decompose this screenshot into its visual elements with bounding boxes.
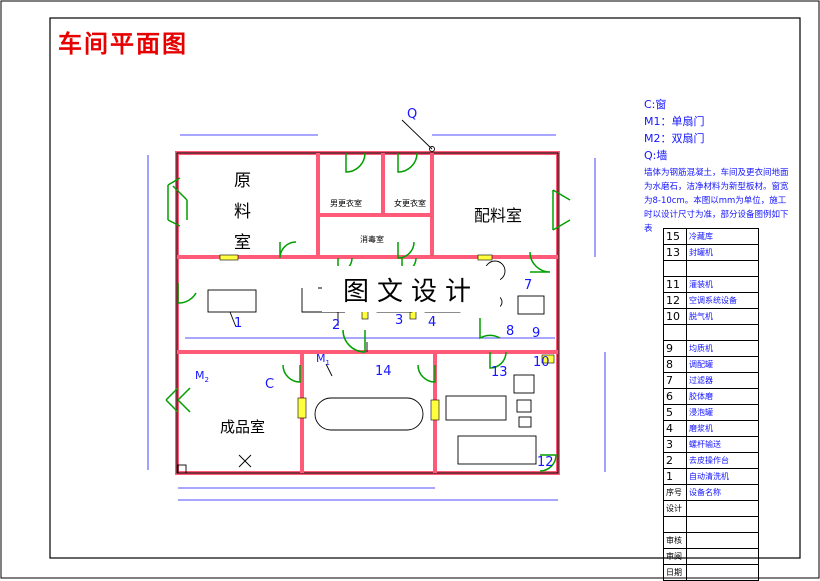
room-label-change-women: 女更衣室 [394,199,426,208]
wall-mark: Q [407,107,418,122]
table-row [663,324,759,341]
equipment-number: 13 [491,365,508,380]
equipment-number: 12 [537,455,554,470]
table-row [663,260,759,277]
equipment-number: 2 [332,318,341,333]
equipment-number: 14 [375,364,392,379]
room-label-mix: 配料室 [474,206,523,225]
sign-row: 审阅 [663,548,759,565]
legend-line-double-door: M2：双扇门 [644,132,705,145]
sign-row [663,516,759,533]
double-door-mark: M2 [195,369,209,385]
room-label-change-men: 男更衣室 [330,199,362,208]
equipment-number: 10 [533,355,550,370]
room-label-raw-char: 原 [234,171,251,191]
legend-line-window: C:窗 [644,98,667,111]
equipment-number: 4 [428,315,437,330]
sign-row: 设计 [663,500,759,517]
drawing-title: 车间平面图 [58,29,188,58]
legend-note: 墙体为钢筋混凝土，车间及更衣间地面为水磨石，洁净材料为新型板材。窗宽为8-10c… [644,168,789,234]
equipment-number: 9 [532,326,541,341]
single-door-mark: M1 [316,352,330,368]
equipment-number: 7 [524,278,533,293]
equipment-number: 3 [395,313,404,328]
table-header-row: 序号设备名称 [663,484,759,501]
legend: C:窗 M1：单扇门 M2：双扇门 Q:墙 墙体为钢筋混凝土，车间及更衣间地面为… [644,96,794,236]
room-label-raw: 原 料 室 [234,166,251,259]
sign-row: 审核 [663,532,759,549]
room-label-disinfect: 消毒室 [360,235,384,244]
window-mark: C [265,377,275,392]
legend-line-single-door: M1：单扇门 [644,115,705,128]
legend-line-wall: Q:墙 [644,149,668,162]
sign-row: 日期 [663,564,759,581]
room-label-raw-char: 料 [234,202,251,222]
room-label-raw-char: 室 [234,233,251,253]
equipment-number: 8 [506,324,515,339]
equipment-number: 1 [234,316,243,331]
watermark-banner: 图文设计 [322,266,500,312]
room-label-product: 成品室 [220,418,266,436]
